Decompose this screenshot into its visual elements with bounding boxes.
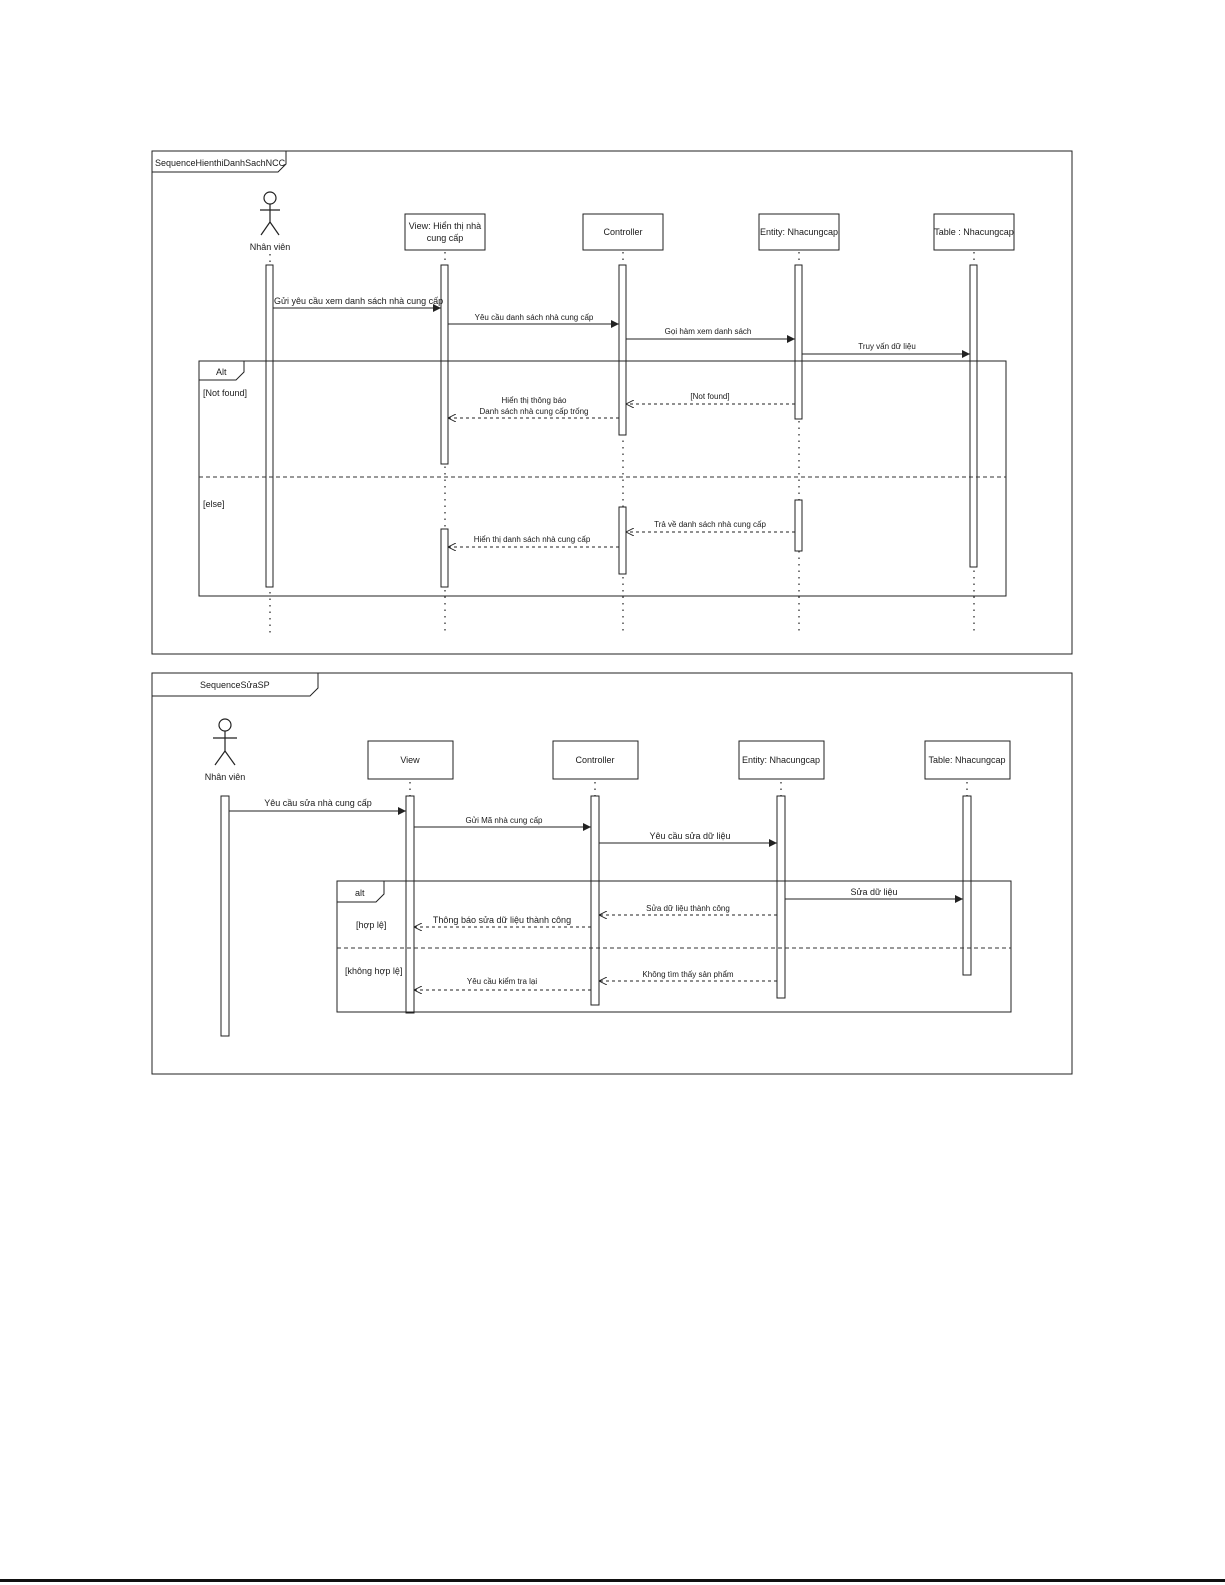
message-4-label: Truy vấn dữ liệu [858,342,916,351]
actor-nhan-vien-1: Nhân viên [250,191,291,252]
message-3-label: Yêu cầu sửa dữ liệu [649,831,730,841]
alt-fragment-1-tab [199,361,245,381]
return-4-label: Yêu cầu kiểm tra lại [467,977,537,986]
actor-head [218,718,232,732]
activation-table [962,795,972,976]
activation-table [969,264,978,568]
sequence-diagram-2: SequenceSửaSP Nhân viên View Controller … [151,672,1073,1075]
participant-controller-label: Controller [575,755,614,765]
frame-1-label: SequenceHienthiDanhSachNCC [155,158,286,168]
alt-guard-not-found: [Not found] [203,388,247,398]
participant-entity [738,740,825,780]
activation-controller-1 [618,264,627,436]
actor-label: Nhân viên [250,242,291,252]
participant-view-label-1: View: Hiển thị nhà [409,221,481,231]
participant-table [933,213,1015,251]
return-4-label: Hiển thị danh sách nhà cung cấp [474,535,591,544]
participant-table [924,740,1011,780]
return-3-label: Không tìm thấy sản phẩm [642,970,734,979]
message-2-label: Gửi Mã nhà cung cấp [466,816,544,825]
participant-table-label: Table: Nhacungcap [928,755,1005,765]
activation-entity [776,795,786,999]
participant-controller [582,213,664,251]
participant-controller [552,740,639,780]
actor-head [263,191,277,205]
sequence-diagram-1: SequenceHienthiDanhSachNCC Nhân viên Vie… [151,150,1073,655]
participant-view-label-2: cung cấp [427,233,464,243]
participant-view [367,740,454,780]
activation-view [405,795,415,1014]
activation-actor [265,264,274,588]
activation-view-2 [440,528,449,588]
message-4-label: Sửa dữ liệu [850,887,897,897]
alt-fragment-2 [336,880,1012,1013]
return-1-label: Sửa dữ liệu thành công [646,904,730,913]
message-2-label: Yêu cầu danh sách nhà cung cấp [475,313,594,322]
frame-2-tab [152,673,319,697]
actor-nhan-vien-2: Nhân viên [205,718,246,782]
activation-actor [220,795,230,1037]
activation-controller-2 [618,506,627,575]
participant-view-label: View [400,755,420,765]
alt-guard-invalid: [không hợp lệ] [345,966,402,976]
participant-table-label: Table : Nhacungcap [934,227,1014,237]
return-2-label: Thông báo sửa dữ liệu thành công [433,915,571,925]
alt-label: Alt [216,367,227,377]
alt-fragment-1 [198,360,1007,597]
alt-guard-else: [else] [203,499,225,509]
message-1-label: Yêu cầu sửa nhà cung cấp [264,798,372,808]
activation-view-1 [440,264,449,465]
return-2-label-2: Danh sách nhà cung cấp trống [480,407,589,416]
activation-entity-2 [794,499,803,552]
participant-controller-label: Controller [603,227,642,237]
return-1-label: [Not found] [690,392,729,401]
frame-2-label: SequenceSửaSP [200,680,270,690]
participant-view [404,213,486,251]
return-2-label-1: Hiển thị thông báo [502,396,567,405]
frame-2 [151,672,1073,1075]
alt-label: alt [355,888,365,898]
alt-fragment-2-tab [337,881,385,903]
frame-1 [151,150,1073,655]
activation-entity-1 [794,264,803,420]
activation-controller [590,795,600,1006]
participant-entity [758,213,840,251]
frame-1-tab [152,151,287,173]
actor-label: Nhân viên [205,772,246,782]
message-1-label: Gửi yêu cầu xem danh sách nhà cung cấp [274,296,443,306]
participant-entity-label: Entity: Nhacungcap [760,227,838,237]
page-bottom-border [0,1579,1225,1582]
return-3-label: Trả về danh sách nhà cung cấp [654,520,766,529]
alt-guard-valid: [hợp lệ] [356,920,386,930]
message-3-label: Gọi hàm xem danh sách [665,327,752,336]
participant-entity-label: Entity: Nhacungcap [742,755,820,765]
